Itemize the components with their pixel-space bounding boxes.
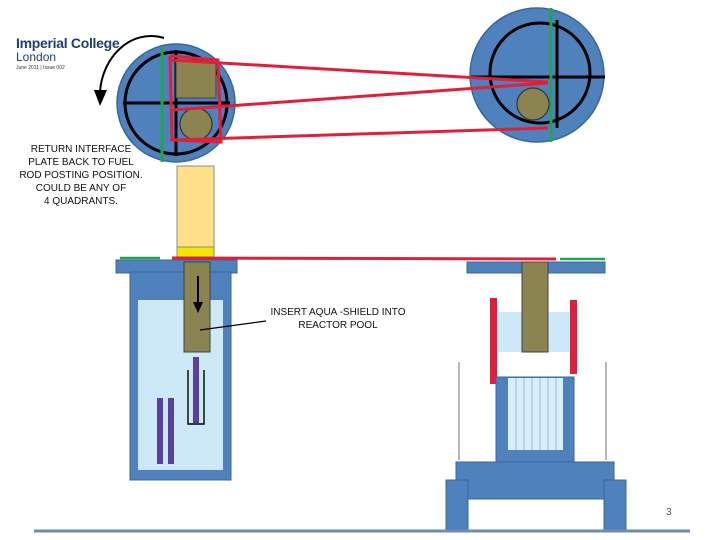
insert-aqua-shield-note: INSERT AQUA -SHIELD INTO REACTOR POOL bbox=[270, 307, 406, 331]
left-turntable bbox=[116, 43, 236, 163]
return-interface-note: RETURN INTERFACE PLATE BACK TO FUEL ROD … bbox=[19, 144, 143, 207]
leader-line bbox=[199, 320, 267, 331]
page-number: 3 bbox=[666, 507, 672, 518]
reactor-assembly-right bbox=[445, 261, 627, 531]
logo-subtitle: London bbox=[16, 50, 57, 64]
interface-plate-column bbox=[176, 165, 215, 258]
rotation-arrow-icon bbox=[94, 35, 165, 106]
right-turntable bbox=[469, 7, 605, 143]
reactor-pool-left bbox=[129, 261, 232, 481]
insert-arrow-icon bbox=[193, 276, 203, 313]
logo-title: Imperial College bbox=[16, 35, 120, 51]
document-info: June 2011 | Issue 002 bbox=[16, 65, 65, 71]
transfer-rails bbox=[169, 58, 549, 142]
